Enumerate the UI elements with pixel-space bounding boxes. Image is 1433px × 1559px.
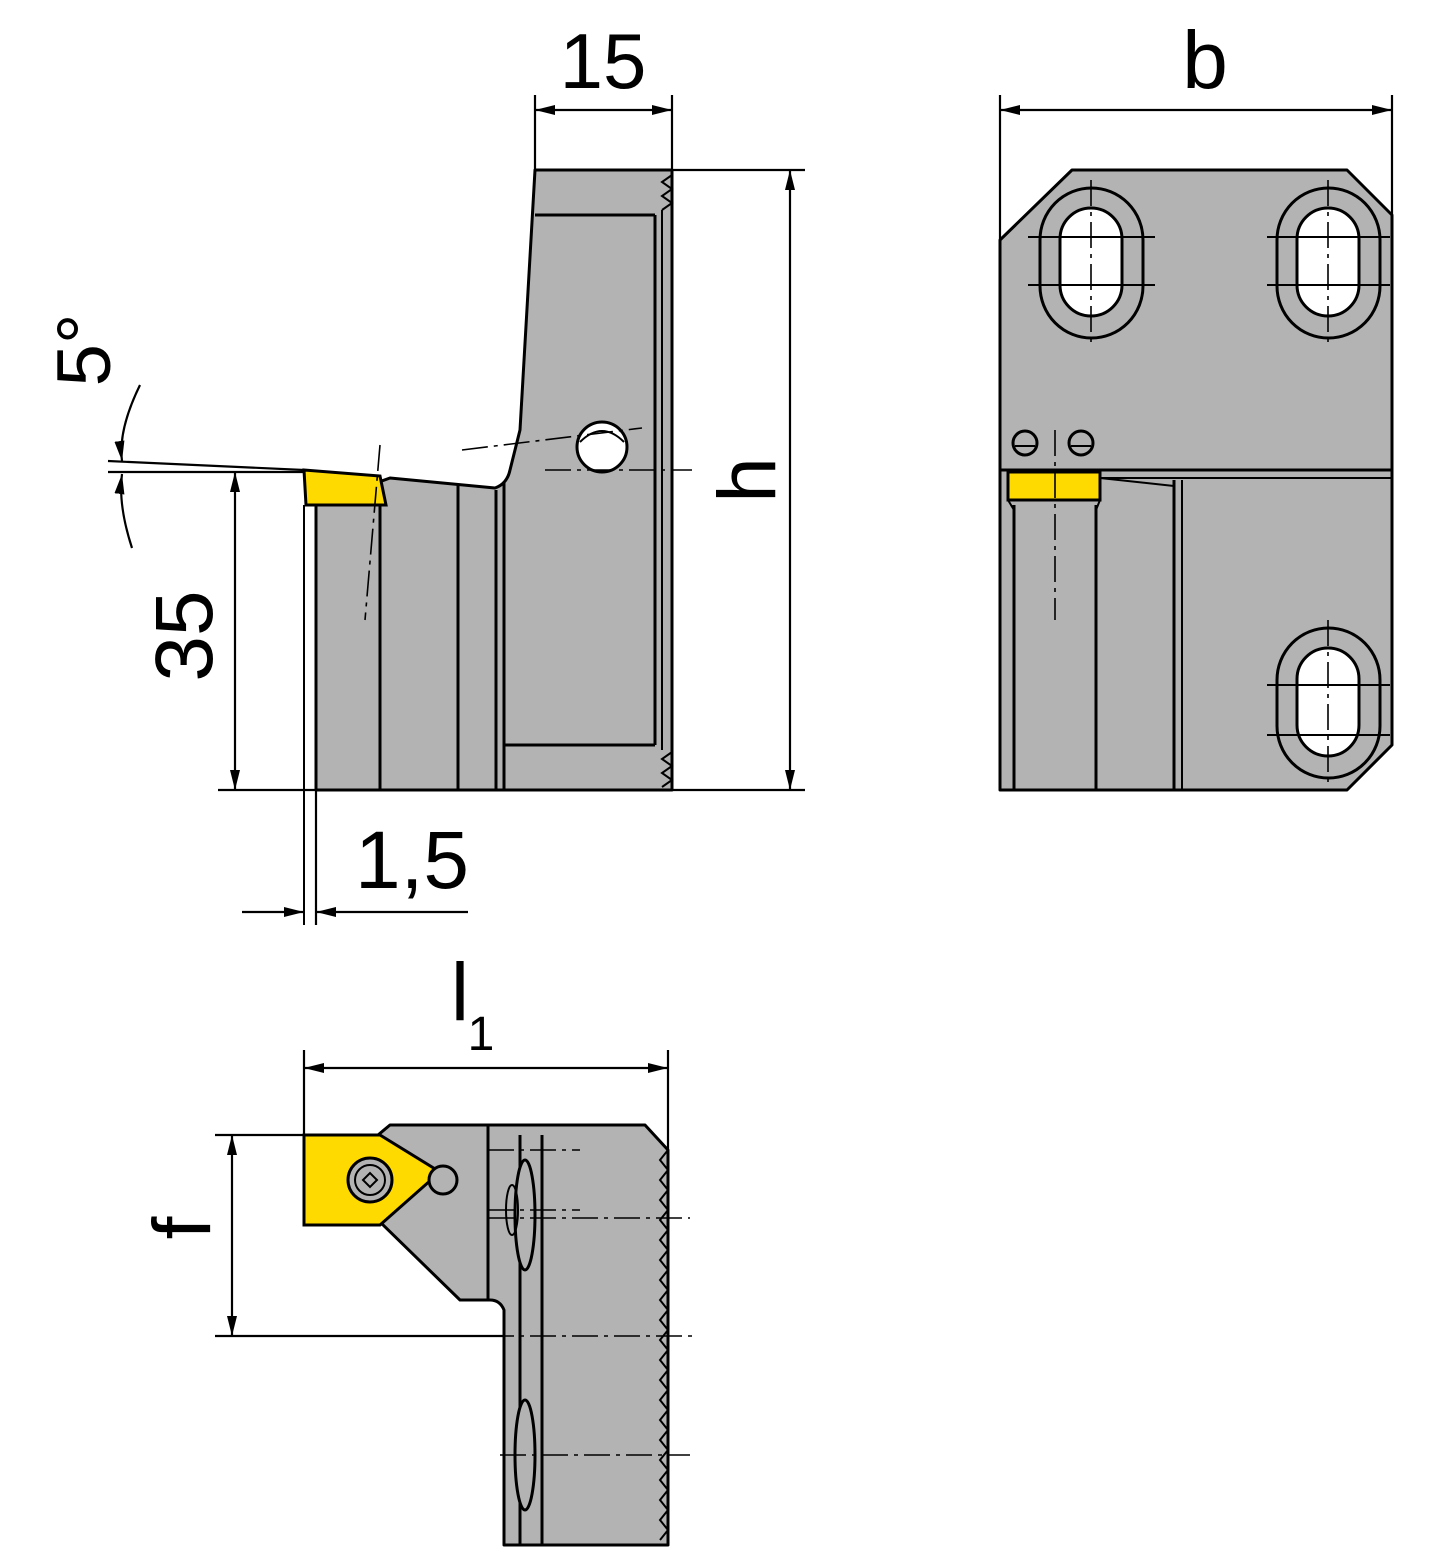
dimension-1-5: 1,5 (242, 790, 469, 925)
screw-icon (1067, 429, 1095, 457)
dimension-35: 35 (139, 472, 316, 792)
top-view (302, 1123, 696, 1547)
dimension-l1: l 1 (302, 947, 670, 1150)
mounting-slot (1267, 620, 1390, 785)
dimension-h-label: h (702, 457, 793, 503)
dimension-h: h (672, 168, 805, 792)
dimension-f-label: f (137, 1216, 228, 1239)
dimension-15-label: 15 (560, 17, 647, 105)
coolant-hole (575, 420, 629, 474)
mounting-slot (1267, 180, 1390, 345)
mounting-slot (1028, 180, 1155, 345)
side-view (302, 168, 692, 925)
dimension-f: f (137, 1133, 504, 1338)
serration-teeth (658, 1149, 670, 1541)
dimension-1-5-label: 1,5 (355, 815, 469, 906)
dimension-l1-label: l (451, 947, 469, 1038)
side-view-insert (302, 468, 388, 507)
dimension-5-degree: 5° (42, 314, 305, 549)
front-view (998, 168, 1394, 792)
dimension-5-degree-label: 5° (42, 314, 127, 387)
front-view-insert (1006, 470, 1102, 502)
dimension-b-label: b (1182, 15, 1228, 106)
dimension-15: 15 (533, 17, 674, 170)
dimension-35-label: 35 (139, 590, 230, 681)
dimension-b: b (998, 15, 1394, 240)
screw-icon (1011, 429, 1039, 457)
dimension-l1-subscript: 1 (468, 1008, 495, 1061)
top-view-body (376, 1123, 670, 1547)
